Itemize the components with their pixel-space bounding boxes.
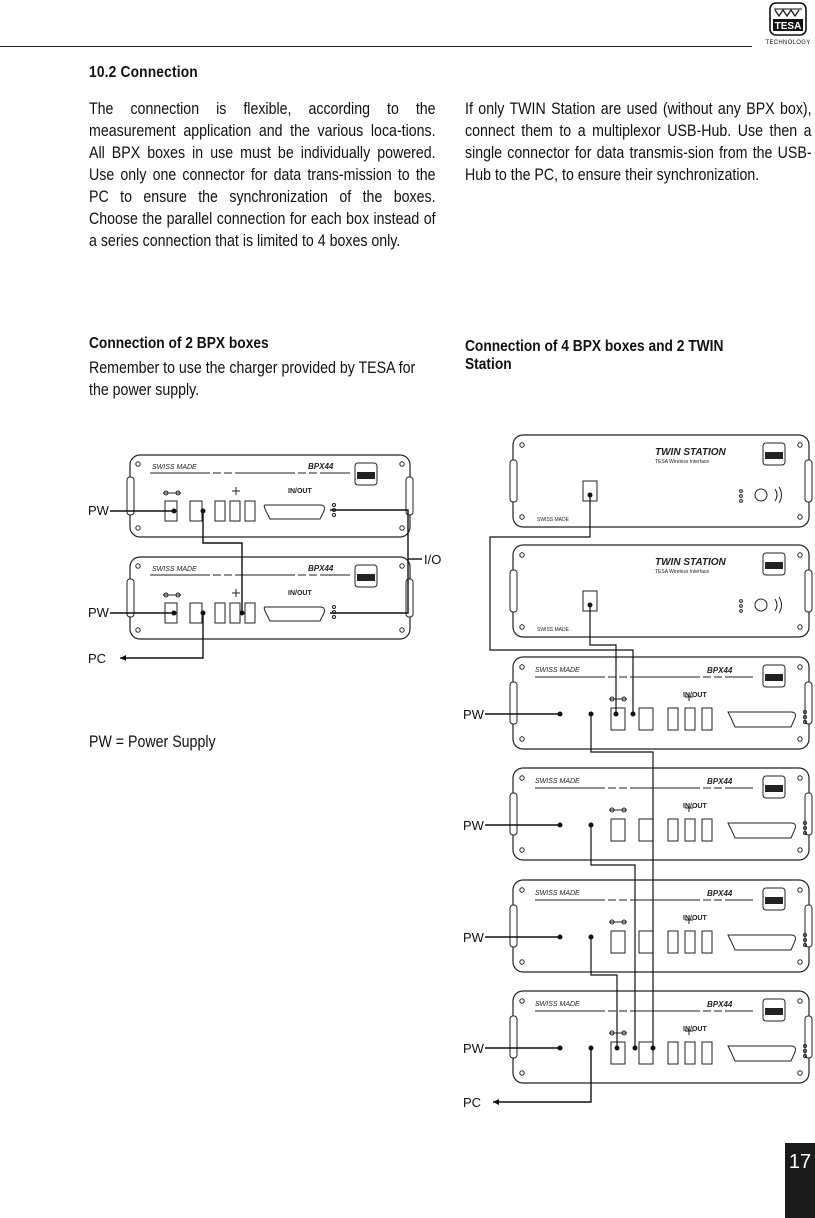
- paragraph-right: If only TWIN Station are used (without a…: [465, 100, 812, 184]
- figure-left-title: Connection of 2 BPX boxes: [89, 335, 269, 352]
- swiss-made-2: SWISS MADE: [152, 566, 197, 573]
- io-label: I/O: [424, 552, 441, 567]
- in-out-r-2: IN/OUT: [683, 803, 707, 810]
- in-out-label-1: IN/OUT: [288, 488, 312, 495]
- in-out-r-4: IN/OUT: [683, 1026, 707, 1033]
- in-out-r-1: IN/OUT: [683, 692, 707, 699]
- logo-subtext: TECHNOLOGY: [765, 40, 810, 46]
- diagram-two-bpx: SWISS MADE SWISS MADE BPX44 BPX44 IN/OUT…: [88, 454, 441, 666]
- bpx-r-3: BPX44: [707, 889, 733, 898]
- twin-sub-1: TESA Wireless Interface: [655, 459, 709, 465]
- pw-r-2: PW: [463, 818, 485, 833]
- tesa-logo: TESA TECHNOLOGY: [762, 2, 814, 48]
- figure-right-title: Connection of 4 BPX boxes and 2 TWIN Sta…: [465, 338, 724, 373]
- page-number: 17: [785, 1143, 815, 1218]
- section-heading: 10.2 Connection: [89, 64, 198, 81]
- twin-sub-2: TESA Wireless Interface: [655, 569, 709, 575]
- diagram-four-bpx-two-twin: TWIN STATION TWIN STATION TESA Wireless …: [463, 434, 813, 1110]
- twin-swiss-1: SWISS MADE: [537, 517, 570, 523]
- twin-label-1: TWIN STATION: [655, 447, 727, 458]
- bpx-r-2: BPX44: [707, 777, 733, 786]
- in-out-r-3: IN/OUT: [683, 915, 707, 922]
- pw-label-2: PW: [88, 605, 110, 620]
- bpx-swiss-3: SWISS MADE: [535, 890, 580, 897]
- swiss-made-1: SWISS MADE: [152, 464, 197, 471]
- pw-label-1: PW: [88, 503, 110, 518]
- bpx-label-1: BPX44: [308, 462, 334, 471]
- pw-r-3: PW: [463, 930, 485, 945]
- bpx-swiss-1: SWISS MADE: [535, 667, 580, 674]
- twin-swiss-2: SWISS MADE: [537, 627, 570, 633]
- bpx-r-1: BPX44: [707, 666, 733, 675]
- bpx-swiss-2: SWISS MADE: [535, 778, 580, 785]
- logo-text: TESA: [775, 21, 802, 32]
- twin-label-2: TWIN STATION: [655, 557, 727, 568]
- figure-left-note: Remember to use the charger provided by …: [89, 359, 416, 399]
- pc-r: PC: [463, 1095, 481, 1110]
- bpx-r-4: BPX44: [707, 1000, 733, 1009]
- pw-r-1: PW: [463, 707, 485, 722]
- paragraph-left: The connection is flexible, according to…: [89, 100, 436, 250]
- pc-label: PC: [88, 651, 106, 666]
- bpx-label-2: BPX44: [308, 564, 334, 573]
- header-rule: [0, 46, 752, 47]
- bpx-swiss-4: SWISS MADE: [535, 1001, 580, 1008]
- figure-left-legend: PW = Power Supply: [89, 733, 216, 751]
- in-out-label-2: IN/OUT: [288, 590, 312, 597]
- pw-r-4: PW: [463, 1041, 485, 1056]
